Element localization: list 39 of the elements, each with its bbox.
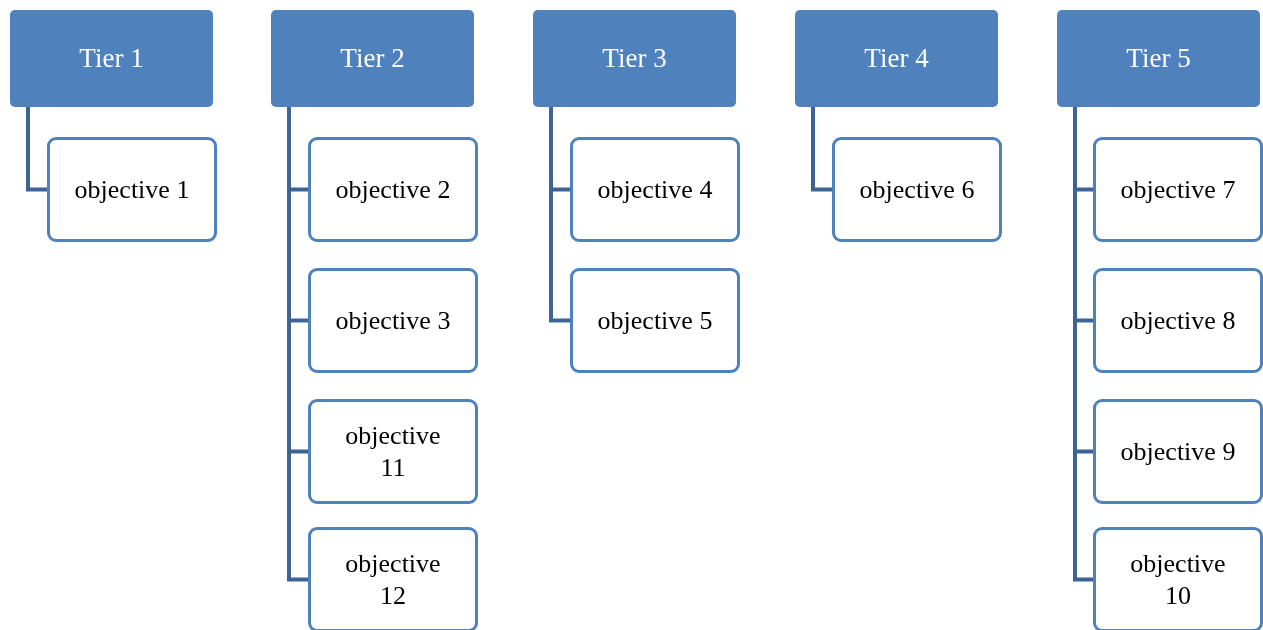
box-label: objective 3: [334, 304, 452, 337]
objective-box: [570, 137, 740, 242]
objective-box: [1093, 527, 1263, 630]
box-label: objective 4: [596, 173, 714, 206]
objective-box: [1093, 399, 1263, 504]
box-label: objective 8: [1119, 304, 1237, 337]
tier-box: [271, 10, 474, 107]
objective-box: [308, 137, 478, 242]
box-label: Tier 1: [79, 43, 144, 74]
connector-line: [1073, 107, 1093, 582]
tier-box: [795, 10, 998, 107]
objective-box: [308, 268, 478, 373]
objective-box: [1093, 137, 1263, 242]
box-label: objective 5: [596, 304, 714, 337]
objective-box: [832, 137, 1002, 242]
connector-line: [549, 107, 570, 323]
box-label: Tier 2: [340, 43, 405, 74]
objective-box: [308, 527, 478, 630]
box-label: objective 9: [1119, 435, 1237, 468]
connector-line: [287, 107, 308, 582]
tier-box: [533, 10, 736, 107]
connector-line: [26, 107, 47, 192]
objective-box: [1093, 268, 1263, 373]
box-label: objective 11: [344, 420, 442, 483]
box-label: Tier 4: [864, 43, 929, 74]
box-label: objective 2: [334, 173, 452, 206]
objective-box: [308, 399, 478, 504]
box-label: objective 7: [1119, 173, 1237, 206]
objective-box: [47, 137, 217, 242]
connector-line: [811, 107, 832, 192]
tier-box: [1057, 10, 1260, 107]
box-label: Tier 5: [1126, 43, 1191, 74]
box-label: objective 10: [1129, 548, 1227, 611]
box-label: objective 6: [858, 173, 976, 206]
tier-box: [10, 10, 213, 107]
box-label: objective 12: [344, 548, 442, 611]
box-label: objective 1: [73, 173, 191, 206]
box-label: Tier 3: [602, 43, 667, 74]
objective-box: [570, 268, 740, 373]
